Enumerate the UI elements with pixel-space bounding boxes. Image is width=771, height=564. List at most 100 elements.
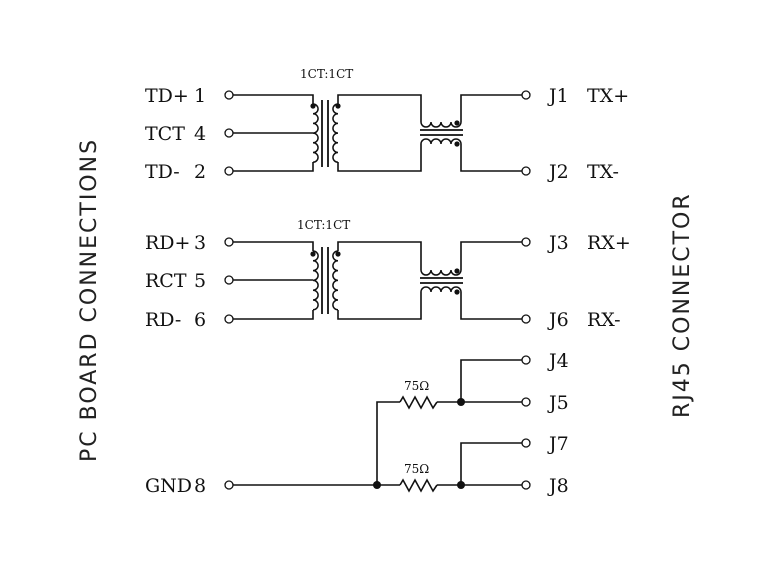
terminal [521,355,531,365]
pin-signal: RX+ [587,232,631,254]
pin-td-minus: TD- 2 [145,161,234,183]
terminal [521,237,531,247]
wire-tx-sec-bottom [337,144,422,172]
resistor-r2-label: 75Ω [404,462,429,476]
termination-section: 75Ω 75Ω [233,359,522,493]
pin-number: 3 [194,232,206,254]
pin-name: J7 [547,433,569,455]
pin-td-plus: TD+ 1 [145,85,234,107]
pin-j3: J3 RX+ [521,232,631,254]
pin-name: J3 [547,232,569,254]
pin-name: J6 [547,309,569,331]
tx-choke-dot-bottom [454,141,460,147]
pc-board-pins: TD+ 1 TCT 4 TD- 2 RD+ 3 RCT 5 RD- 6 [145,85,234,497]
terminal [521,90,531,100]
tx-section: 1CT:1CT [233,67,522,172]
wire-j2 [460,144,522,172]
rj45-connector-label: RJ45 CONNECTOR [670,192,695,418]
tx-primary-polarity-dot [310,103,316,109]
junction-j4-j5 [457,398,465,406]
pin-name: RD+ [145,232,190,254]
pin-name: TCT [145,123,185,145]
pin-j2: J2 TX- [521,161,619,183]
pin-number: 4 [194,123,206,145]
pin-signal: TX+ [587,85,629,107]
pin-number: 5 [194,270,206,292]
wire-rd-minus [233,310,314,320]
tx-secondary-polarity-dot [335,103,341,109]
resistor-r1 [399,395,438,410]
pin-number: 8 [194,475,206,497]
terminal [224,237,234,247]
pin-name: TD+ [145,85,189,107]
pin-name: RD- [145,309,181,331]
wire-rd-plus [233,241,314,251]
pin-number: 1 [194,85,206,107]
wire-td-minus [233,162,314,172]
rx-choke-winding-bottom [420,286,462,293]
rx-transformer-ratio: 1CT:1CT [297,218,350,232]
pin-number: 6 [194,309,206,331]
pc-board-connections-label: PC BOARD CONNECTIONS [77,138,102,462]
terminal [224,275,234,285]
pin-rct: RCT 5 [145,270,234,292]
rx-choke-dot-bottom [454,289,460,295]
pin-name: J5 [547,392,569,414]
pin-name: J2 [547,161,569,183]
resistor-r2 [399,478,438,493]
terminal [224,314,234,324]
terminal [224,480,234,490]
rx-primary-winding [312,250,319,311]
pin-signal: TX- [587,161,619,183]
rx-choke-dot-top [454,268,460,274]
wire-td-plus [233,94,314,104]
pin-name: TD- [145,161,180,183]
tx-choke-dot-top [454,120,460,126]
junction-j7-j8 [457,481,465,489]
pin-gnd: GND 8 [145,475,234,497]
wire-j1 [460,94,522,122]
pin-j8: J8 [521,475,569,497]
resistor-r1-label: 75Ω [404,379,429,393]
wire-j6 [460,292,522,320]
terminal [521,166,531,176]
rx-section: 1CT:1CT [233,218,522,320]
pin-name: J4 [547,350,569,372]
wire-tx-sec-top [337,94,422,122]
rx-choke-winding-top [420,269,462,276]
tx-choke-winding-bottom [420,138,462,145]
pin-tct: TCT 4 [145,123,234,145]
pin-name: RCT [145,270,187,292]
terminal [521,438,531,448]
terminal [224,166,234,176]
pin-name: GND [145,475,192,497]
rx-secondary-winding [332,250,339,311]
pin-j6: J6 RX- [521,309,621,331]
pin-rd-plus: RD+ 3 [145,232,234,254]
terminal [224,90,234,100]
tx-choke-winding-top [420,121,462,128]
pin-j4: J4 [521,350,569,372]
tx-transformer-ratio: 1CT:1CT [300,67,353,81]
wire-j7 [460,442,522,485]
pin-j5: J5 [521,392,569,414]
junction-gnd [373,481,381,489]
pin-name: J8 [547,475,569,497]
wire-j3 [460,241,522,270]
rx-primary-polarity-dot [310,251,316,257]
pin-number: 2 [194,161,206,183]
rx-secondary-polarity-dot [335,251,341,257]
pin-j1: J1 TX+ [521,85,629,107]
rj45-pins: J1 TX+ J2 TX- J3 RX+ J6 RX- J4 J5 J7 [521,85,631,497]
terminal [521,314,531,324]
wire-rx-sec-top [337,241,422,270]
wire-j4 [460,359,522,402]
terminal [521,480,531,490]
pin-name: J1 [547,85,569,107]
tx-primary-winding [312,103,319,163]
pin-j7: J7 [521,433,569,455]
pin-signal: RX- [587,309,621,331]
wire-gnd-bus [376,401,400,485]
tx-secondary-winding [332,103,339,163]
